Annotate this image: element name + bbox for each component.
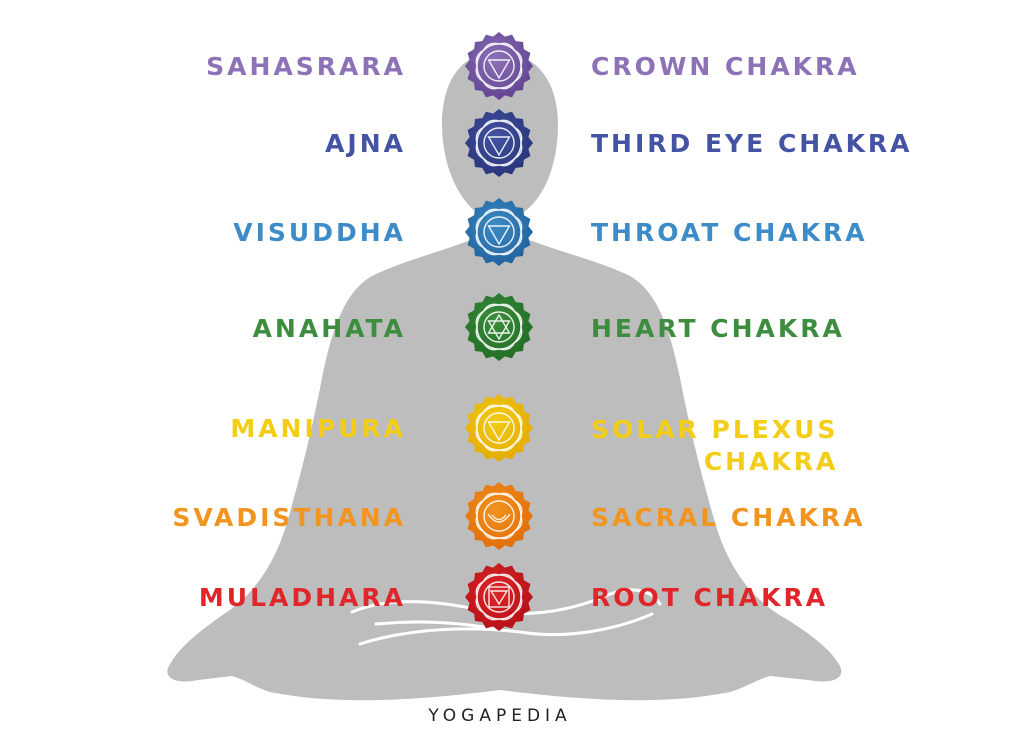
chakra-symbols — [465, 32, 533, 631]
solar-plexus-chakra-symbol-icon — [465, 394, 533, 462]
chakra-english-name: SACRAL CHAKRA — [591, 503, 866, 532]
chakra-english-name: THIRD EYE CHAKRA — [591, 129, 913, 158]
chakra-sanskrit-name: MANIPURA — [230, 414, 406, 443]
chakra-sanskrit-name: ANAHATA — [252, 314, 406, 343]
chakra-sanskrit-name: AJNA — [325, 129, 406, 158]
chakra-english-name-line: SOLAR PLEXUS — [591, 415, 839, 444]
heart-chakra-symbol-icon — [465, 293, 533, 361]
chakra-english-name-line: CHAKRA — [703, 447, 839, 476]
chakra-english-name: CROWN CHAKRA — [591, 52, 860, 81]
chakra-sanskrit-name: SAHASRARA — [206, 52, 406, 81]
chakra-sanskrit-name: SVADISTHANA — [172, 503, 406, 532]
third-eye-chakra-symbol-icon — [465, 109, 533, 177]
chakra-english-name: ROOT CHAKRA — [591, 583, 829, 612]
chakra-english-name: HEART CHAKRA — [591, 314, 845, 343]
chakra-english-name: THROAT CHAKRA — [591, 218, 868, 247]
sacral-chakra-symbol-icon — [465, 482, 533, 550]
chakra-sanskrit-name: MULADHARA — [198, 583, 406, 612]
chakra-sanskrit-name: VISUDDHA — [233, 218, 406, 247]
brand-logo-text: YOGAPEDIA — [428, 706, 572, 726]
root-chakra-symbol-icon — [465, 563, 533, 631]
chakra-english-name: SOLAR PLEXUS CHAKRA — [591, 414, 838, 478]
crown-chakra-symbol-icon — [465, 32, 533, 100]
throat-chakra-symbol-icon — [465, 198, 533, 266]
